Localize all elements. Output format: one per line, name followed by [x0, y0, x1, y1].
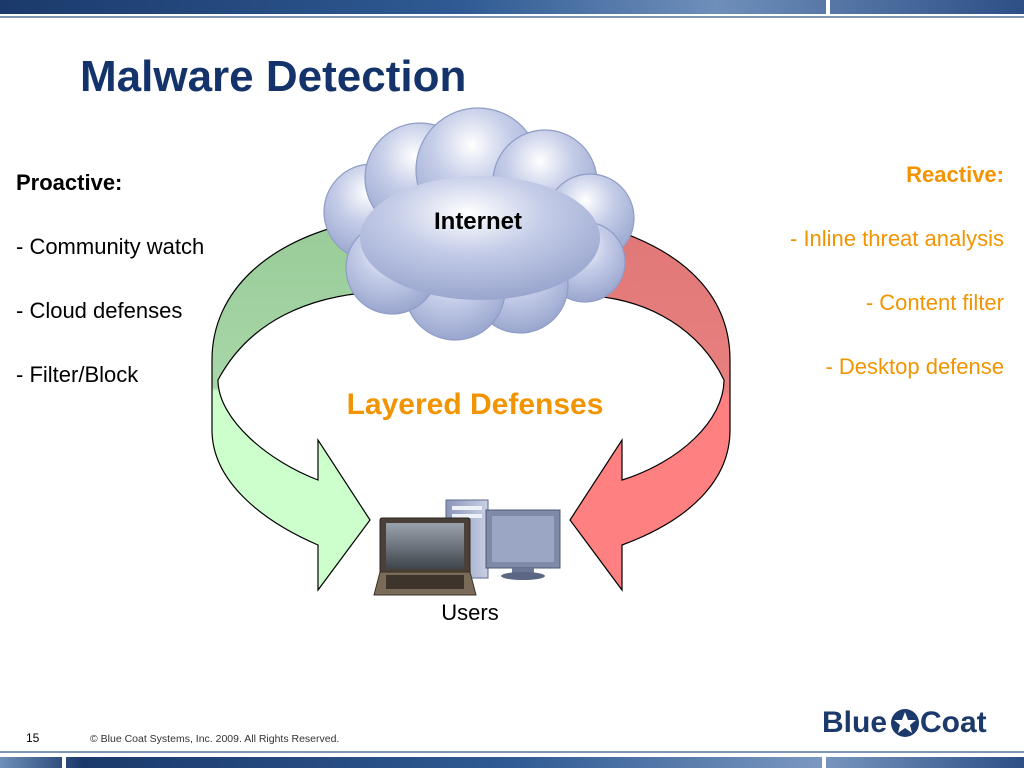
proactive-item: - Community watch: [16, 234, 205, 259]
proactive-heading: Proactive:: [16, 170, 123, 195]
reactive-item: - Desktop defense: [825, 354, 1004, 379]
footer-band-divider: [822, 757, 826, 768]
blue-coat-logo: Blue Coat: [822, 706, 992, 742]
header-band-divider: [826, 0, 830, 14]
users-label: Users: [441, 600, 499, 625]
header-rule: [0, 16, 1024, 18]
footer-band: [0, 757, 1024, 768]
footer-band-divider: [62, 757, 66, 768]
header-band: [0, 0, 1024, 14]
red-arrow: [569, 229, 731, 592]
proactive-list: Proactive: - Community watch - Cloud def…: [16, 170, 256, 426]
reactive-item: - Content filter: [865, 290, 1004, 315]
slide-title: Malware Detection: [80, 52, 467, 101]
footer-rule: [0, 751, 1024, 753]
logo-word-blue: Blue: [822, 706, 888, 739]
reactive-heading: Reactive:: [906, 162, 1004, 187]
reactive-list: Reactive: - Inline threat analysis - Con…: [704, 162, 1004, 418]
proactive-item: - Cloud defenses: [16, 298, 183, 323]
green-arrow: [211, 221, 376, 592]
laptop-icon: [373, 517, 477, 596]
page-number: 15: [26, 731, 40, 745]
logo-star-icon: [891, 709, 919, 737]
layered-defenses-label: Layered Defenses: [346, 388, 604, 421]
internet-label: Internet: [433, 208, 522, 235]
cloud-icon: [323, 107, 635, 341]
proactive-item: - Filter/Block: [16, 362, 139, 387]
logo-word-coat: Coat: [920, 706, 987, 739]
reactive-item: - Inline threat analysis: [790, 226, 1004, 251]
copyright-notice: © Blue Coat Systems, Inc. 2009. All Righ…: [90, 733, 340, 745]
